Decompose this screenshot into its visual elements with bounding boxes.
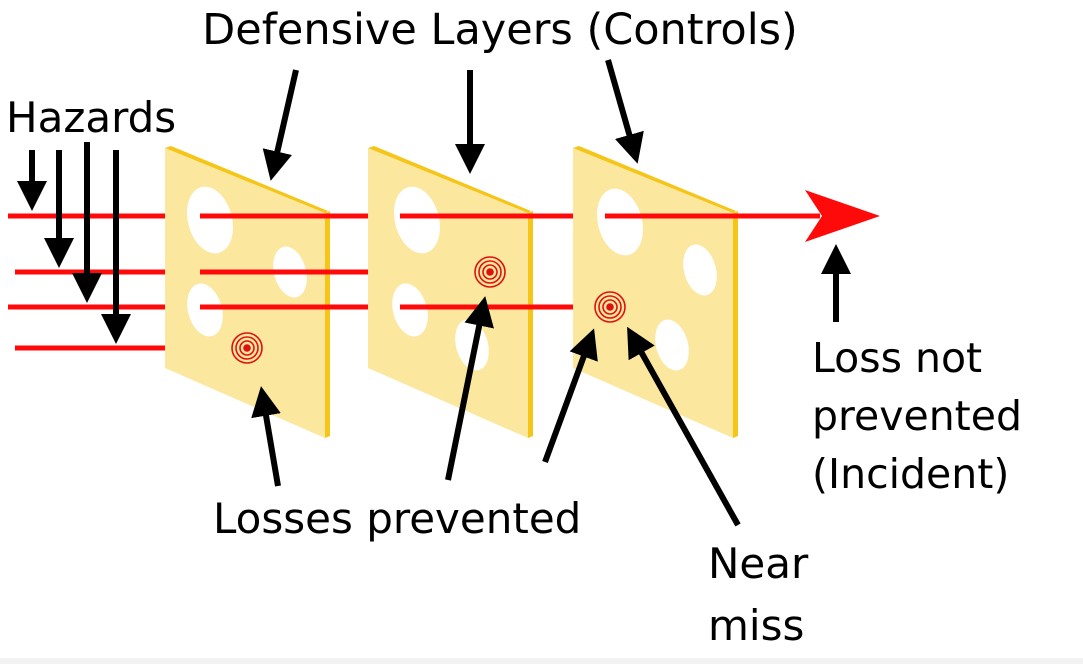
hole [187,283,223,337]
losses-prevented-arrow-icon [251,386,281,487]
title-label: Defensive Layers (Controls) [202,5,798,55]
near-miss-arrow-icon [627,326,741,527]
pointer-arrows [17,59,851,527]
losses-prevented-arrow-icon [445,296,494,481]
hole [655,319,689,371]
hazards-label: Hazards [6,93,176,142]
defensive-layer-2 [368,146,533,438]
hole [186,186,234,254]
defensive-layer-3 [573,146,738,438]
loss-not-prevented-label-line2: prevented [812,392,1022,440]
incident-path [605,190,880,242]
near-miss-label-line1: Near [708,539,809,588]
hole [393,186,441,254]
stop-target-icon [474,256,506,288]
stop-target-icon [594,291,626,323]
incident-arrowhead-icon [805,190,880,242]
stop-target-icon [231,332,263,364]
loss-not-prevented-label-line1: Loss not [812,334,982,382]
losses-prevented-label: Losses prevented [213,494,581,543]
loss-not-prevented-label-line3: (Incident) [812,450,1009,498]
defensive-layer-1 [165,146,330,438]
title-arrow-icon [605,59,644,164]
near-miss-label-line2: miss [708,601,804,650]
hole [683,244,717,296]
bottom-divider [0,658,1083,664]
losses-prevented-arrow-icon [542,328,598,464]
hole [392,283,428,337]
title-arrow-icon [262,69,299,181]
hole [596,188,644,256]
